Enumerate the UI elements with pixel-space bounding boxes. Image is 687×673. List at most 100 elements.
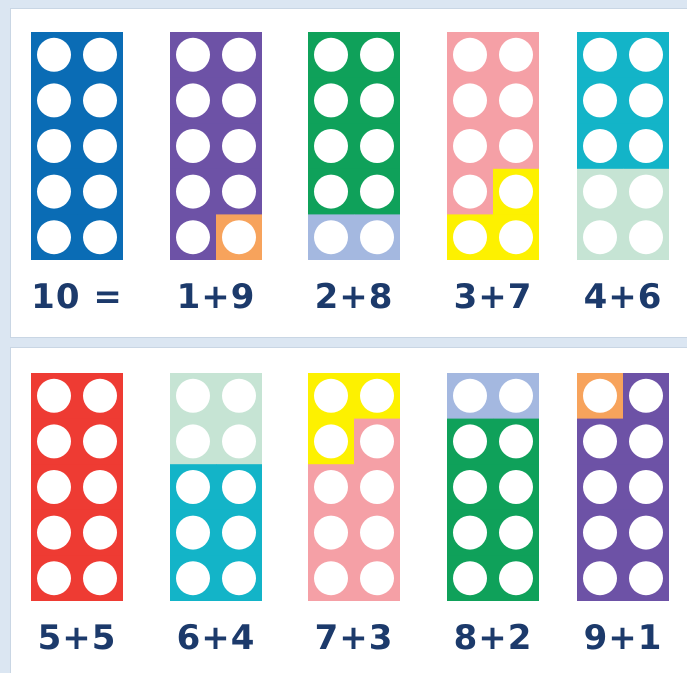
numicon-hole (499, 129, 533, 163)
numicon-bar (308, 32, 400, 260)
numicon-hole (222, 561, 256, 595)
numicon-hole (360, 561, 394, 595)
numicon-hole (176, 220, 210, 254)
number-bond-label: 6+4 (156, 618, 276, 658)
numicon-bar (577, 32, 669, 260)
numicon-bar (447, 373, 539, 601)
numicon-hole (314, 470, 348, 504)
numicon-hole (453, 175, 487, 209)
numicon-hole (629, 220, 663, 254)
numicon-bar-graphic (447, 32, 539, 260)
numicon-bar (31, 32, 123, 260)
numicon-hole (499, 516, 533, 550)
numicon-bar-graphic (31, 32, 123, 260)
numicon-hole (499, 175, 533, 209)
numicon-hole (37, 175, 71, 209)
numicon-hole (583, 38, 617, 72)
numicon-hole (314, 220, 348, 254)
numicon-bar-graphic (577, 373, 669, 601)
number-bond-label: 3+7 (433, 277, 553, 317)
numicon-bar-graphic (308, 32, 400, 260)
numicon-hole (37, 561, 71, 595)
numicon-hole (453, 424, 487, 458)
numicon-hole (83, 379, 117, 413)
numicon-hole (453, 220, 487, 254)
numicon-hole (453, 470, 487, 504)
numicon-hole (83, 516, 117, 550)
numicon-bar-graphic (308, 373, 400, 601)
numicon-bar-graphic (170, 32, 262, 260)
numicon-hole (83, 561, 117, 595)
numicon-hole (629, 424, 663, 458)
numicon-hole (629, 38, 663, 72)
numicon-hole (314, 379, 348, 413)
numicon-hole (583, 424, 617, 458)
numicon-hole (499, 561, 533, 595)
numicon-hole (499, 379, 533, 413)
numicon-hole (629, 561, 663, 595)
numicon-bar (308, 373, 400, 601)
numicon-hole (583, 83, 617, 117)
numicon-hole (360, 220, 394, 254)
numicon-hole (222, 38, 256, 72)
numicon-hole (360, 38, 394, 72)
numicon-hole (629, 516, 663, 550)
numicon-hole (222, 379, 256, 413)
numicon-hole (629, 470, 663, 504)
number-bond-label: 8+2 (433, 618, 553, 658)
numicon-hole (583, 175, 617, 209)
numicon-hole (176, 38, 210, 72)
numicon-hole (222, 83, 256, 117)
numicon-hole (499, 38, 533, 72)
numicon-hole (222, 220, 256, 254)
number-bond-label: 1+9 (156, 277, 276, 317)
numicon-hole (176, 424, 210, 458)
numicon-hole (83, 175, 117, 209)
numicon-hole (499, 424, 533, 458)
numicon-bar-graphic (170, 373, 262, 601)
numicon-bar (170, 373, 262, 601)
numicon-hole (176, 470, 210, 504)
numicon-hole (176, 561, 210, 595)
numicon-hole (37, 470, 71, 504)
numicon-bar-graphic (447, 373, 539, 601)
numicon-hole (37, 38, 71, 72)
numicon-hole (176, 83, 210, 117)
numicon-hole (176, 175, 210, 209)
numicon-hole (583, 379, 617, 413)
numicon-hole (176, 516, 210, 550)
numicon-hole (222, 516, 256, 550)
numicon-bar-graphic (577, 32, 669, 260)
numicon-hole (314, 561, 348, 595)
numicon-hole (83, 83, 117, 117)
numicon-hole (453, 83, 487, 117)
numicon-hole (176, 379, 210, 413)
numicon-bar (31, 373, 123, 601)
numicon-hole (37, 424, 71, 458)
numicon-hole (360, 516, 394, 550)
number-bond-label: 7+3 (294, 618, 414, 658)
numicon-hole (453, 38, 487, 72)
numicon-hole (360, 379, 394, 413)
numicon-hole (499, 470, 533, 504)
number-bond-label: 9+1 (563, 618, 683, 658)
numicon-hole (222, 129, 256, 163)
numicon-hole (453, 129, 487, 163)
numicon-hole (83, 129, 117, 163)
numicon-bar (447, 32, 539, 260)
numicon-hole (629, 83, 663, 117)
numicon-hole (360, 424, 394, 458)
number-bond-label: 2+8 (294, 277, 414, 317)
numicon-hole (583, 129, 617, 163)
numicon-hole (499, 220, 533, 254)
numicon-hole (629, 175, 663, 209)
numicon-bar (577, 373, 669, 601)
numicon-hole (583, 561, 617, 595)
numicon-hole (37, 379, 71, 413)
numicon-hole (83, 38, 117, 72)
numicon-hole (629, 379, 663, 413)
numicon-hole (176, 129, 210, 163)
numicon-hole (583, 470, 617, 504)
numicon-hole (314, 175, 348, 209)
numicon-hole (583, 220, 617, 254)
